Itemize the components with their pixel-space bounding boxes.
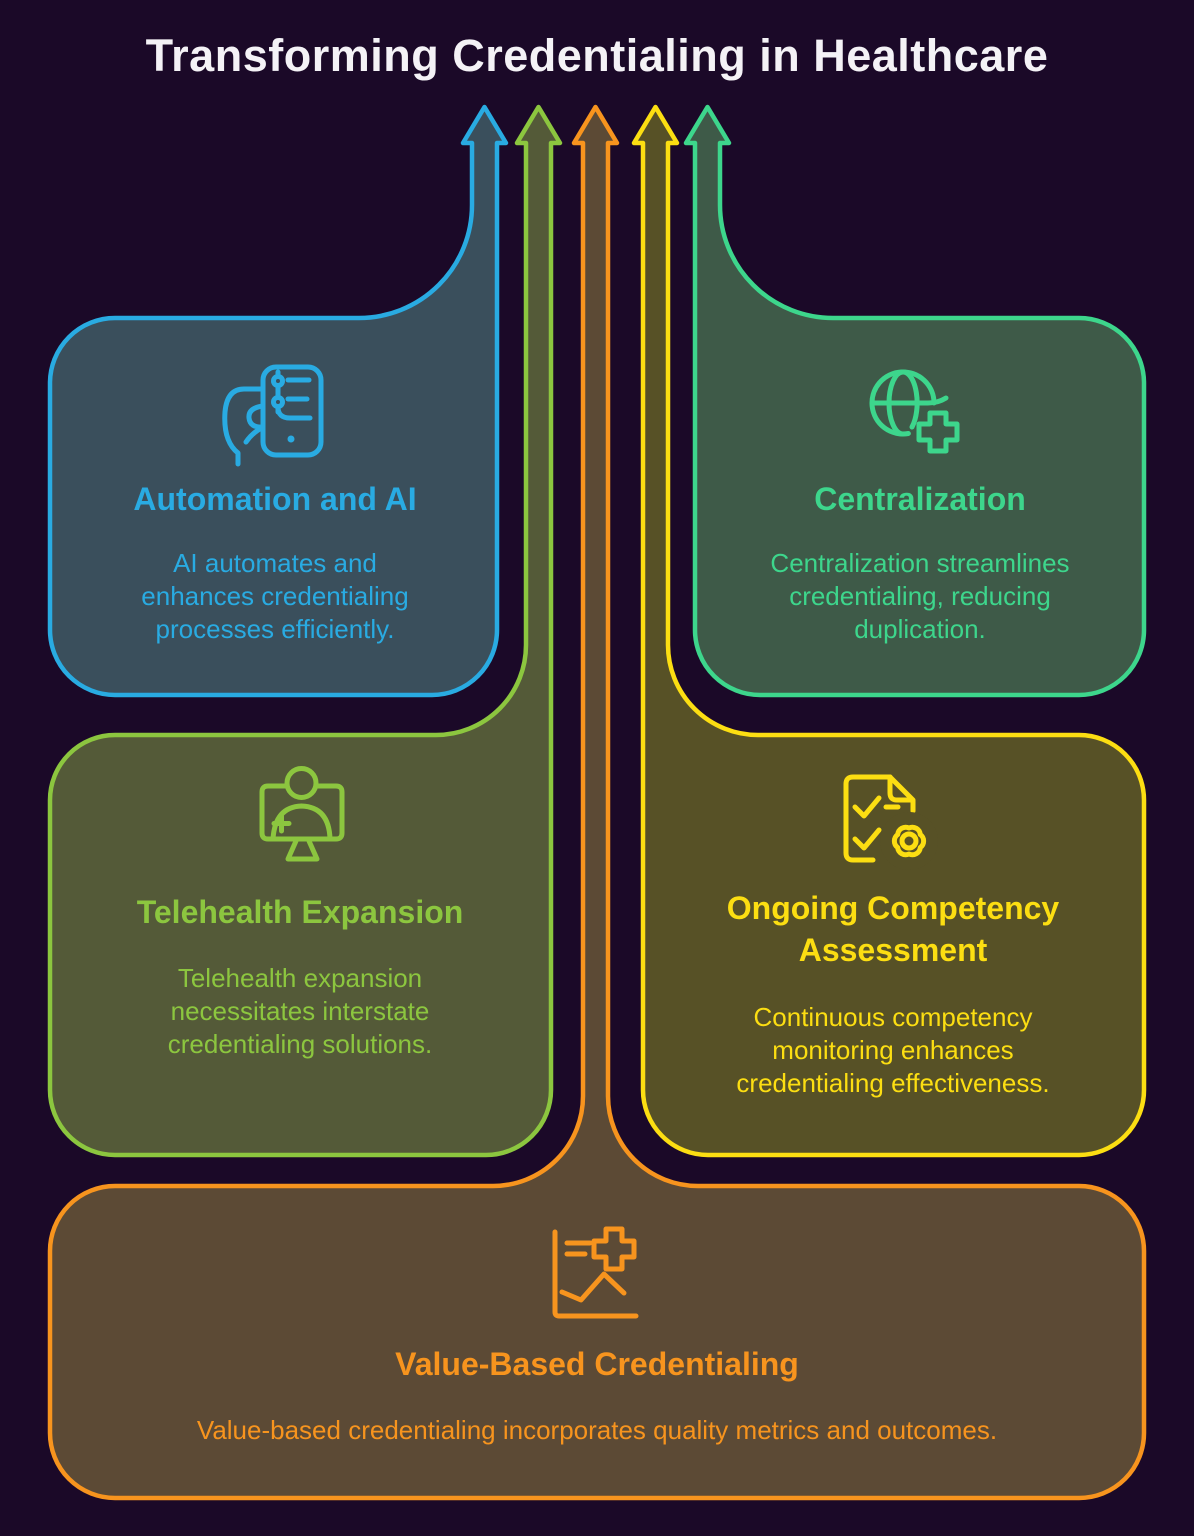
value-based-shape <box>47 104 1147 1501</box>
card-title-centralization: Centralization <box>814 481 1026 517</box>
card-automation-ai: Automation and AI AI automates and enhan… <box>60 479 490 646</box>
card-ongoing-competency-assessment: Ongoing Competency Assessment Continuous… <box>673 888 1113 1100</box>
card-centralization: Centralization Centralization streamline… <box>705 479 1135 646</box>
card-title-telehealth-expansion: Telehealth Expansion <box>136 894 464 930</box>
card-desc-telehealth-expansion: Telehealth expansion necessitates inters… <box>167 962 433 1059</box>
card-title-value-based-credentialing: Value-Based Credentialing <box>395 1346 799 1382</box>
chart-medical-cross-icon <box>552 1226 639 1319</box>
card-value-based-credentialing: Value-Based Credentialing Value-based cr… <box>97 1344 1097 1447</box>
card-telehealth-expansion: Telehealth Expansion Telehealth expansio… <box>80 892 520 1061</box>
telehealth-monitor-doctor-icon <box>259 766 345 862</box>
card-title-automation-ai: Automation and AI <box>133 481 417 517</box>
globe-medical-cross-icon <box>869 369 960 454</box>
card-desc-centralization: Centralization streamlines credentialing… <box>770 547 1070 644</box>
page-title: Transforming Credentialing in Healthcare <box>145 30 1049 81</box>
card-desc-automation-ai: AI automates and enhances credentialing … <box>141 547 409 644</box>
checklist-document-gear-icon <box>843 774 938 870</box>
card-title-ongoing-competency-assessment: Ongoing Competency Assessment <box>726 890 1060 968</box>
hand-holding-phone-flowchart-icon <box>222 364 324 467</box>
telehealth-shape <box>47 104 563 1158</box>
competency-shape <box>631 104 1147 1158</box>
card-desc-ongoing-competency-assessment: Continuous competency monitoring enhance… <box>736 1002 1050 1099</box>
card-desc-value-based-credentialing: Value-based credentialing incorporates q… <box>196 1414 998 1445</box>
